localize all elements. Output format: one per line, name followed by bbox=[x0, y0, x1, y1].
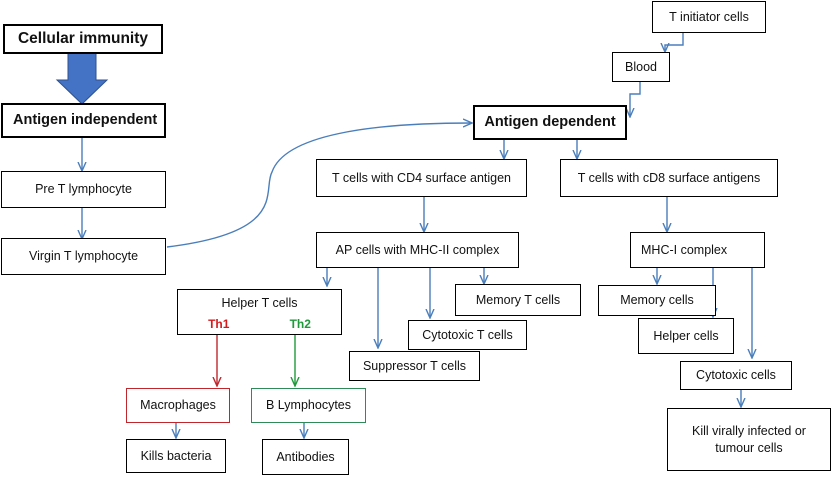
arrow-initiator-to-blood bbox=[665, 33, 684, 51]
big-down-arrow bbox=[55, 52, 109, 105]
mhc1-box: MHC-I complex bbox=[630, 232, 765, 268]
th1-label: Th1 bbox=[208, 316, 230, 331]
suppressor-t-cells-box: Suppressor T cells bbox=[349, 351, 480, 381]
antibodies-box: Antibodies bbox=[262, 439, 349, 475]
virgin-t-lymphocyte-box: Virgin T lymphocyte bbox=[1, 238, 166, 275]
helper-t-cells-label: Helper T cells bbox=[221, 296, 298, 310]
cellular-immunity-box: Cellular immunity bbox=[3, 24, 163, 54]
arrow-blood-to-dependent bbox=[630, 82, 641, 116]
cytotoxic-t-cells-box: Cytotoxic T cells bbox=[408, 320, 527, 350]
helper-t-cells-box: Helper T cells Th1 Th2 bbox=[177, 289, 342, 335]
antigen-dependent-box: Antigen dependent bbox=[473, 105, 627, 140]
kill-virally-line1: Kill virally infected or bbox=[692, 423, 806, 438]
cd8-box: T cells with cD8 surface antigens bbox=[560, 159, 778, 197]
cd4-box: T cells with CD4 surface antigen bbox=[316, 159, 527, 197]
t-initiator-cells-box: T initiator cells bbox=[652, 1, 766, 33]
b-lymphocytes-box: B Lymphocytes bbox=[251, 388, 366, 423]
helper-cells-box: Helper cells bbox=[638, 318, 734, 354]
th2-label: Th2 bbox=[289, 316, 311, 331]
macrophages-box: Macrophages bbox=[126, 388, 230, 423]
kill-virally-box: Kill virally infected or tumour cells bbox=[667, 408, 831, 471]
ap-cells-mhc2-box: AP cells with MHC-II complex bbox=[316, 232, 519, 268]
arrow-virgin-to-dependent bbox=[166, 123, 471, 248]
kills-bacteria-box: Kills bacteria bbox=[126, 439, 226, 473]
cytotoxic-cells-box: Cytotoxic cells bbox=[680, 361, 792, 390]
kill-virally-line2: tumour cells bbox=[715, 440, 783, 455]
antigen-independent-box: Antigen independent bbox=[1, 103, 166, 138]
blood-box: Blood bbox=[612, 52, 670, 82]
memory-t-cells-box: Memory T cells bbox=[455, 284, 581, 316]
memory-cells-box: Memory cells bbox=[598, 285, 716, 316]
pre-t-lymphocyte-box: Pre T lymphocyte bbox=[1, 171, 166, 208]
